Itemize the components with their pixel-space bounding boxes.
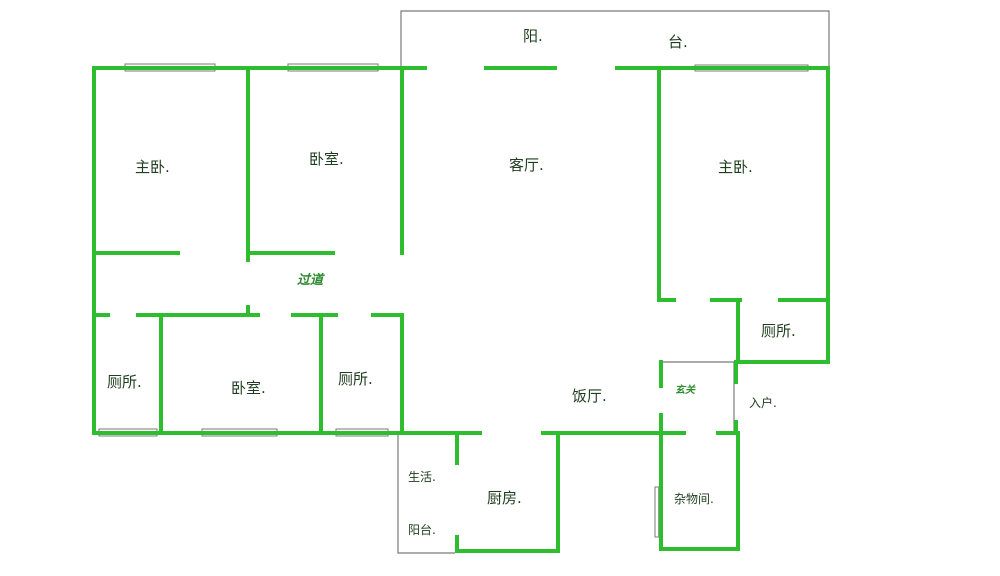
- label-bedroom-top: 卧室.: [309, 150, 344, 168]
- label-master-bedroom-left: 主卧.: [135, 158, 170, 176]
- label-group: 阳. 台. 主卧. 卧室. 客厅. 主卧. 过道 厕所. 厕所. 卧室. 厕所.…: [107, 27, 796, 537]
- label-corridor: 过道: [297, 272, 325, 288]
- label-balcony-top: 阳.: [523, 27, 543, 45]
- label-bathroom-right: 厕所.: [761, 322, 796, 340]
- label-master-bedroom-right: 主卧.: [718, 158, 753, 176]
- balcony-top-outline: [400, 10, 830, 68]
- label-entrance: 入户.: [749, 395, 777, 410]
- label-balcony-top-2: 台.: [668, 33, 688, 51]
- label-storage-room: 杂物间.: [674, 492, 714, 506]
- label-bedroom-bottom: 卧室.: [231, 379, 266, 397]
- outline-group: [397, 10, 830, 554]
- label-utility-balcony-2: 阳台.: [408, 522, 436, 537]
- label-foyer: 玄关: [675, 384, 696, 396]
- label-utility-balcony-1: 生活.: [408, 470, 436, 484]
- label-bathroom-left: 厕所.: [107, 373, 142, 391]
- label-dining-room: 饭厅.: [572, 387, 607, 405]
- utility-balcony-outline: [397, 433, 455, 554]
- label-kitchen: 厨房.: [487, 489, 522, 507]
- label-bathroom-middle: 厕所.: [338, 370, 373, 388]
- wall-group: [92, 66, 830, 553]
- window-group: [98, 63, 809, 538]
- label-living-room: 客厅.: [509, 156, 544, 174]
